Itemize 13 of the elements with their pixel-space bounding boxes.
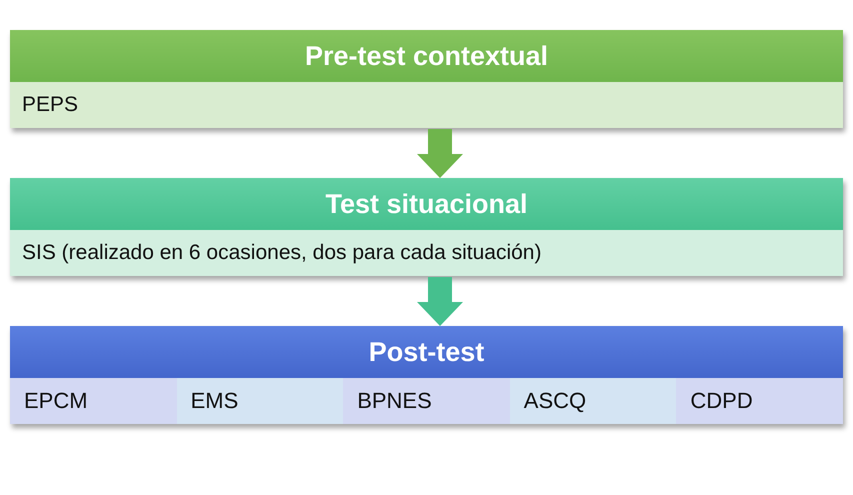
stage-band <box>10 30 843 128</box>
stage-heading: Test situacional <box>325 188 528 220</box>
stage-heading: Pre-test contextual <box>304 40 548 72</box>
arrow <box>417 277 463 326</box>
instrument-cell: BPNES <box>343 378 510 424</box>
stage-band <box>10 178 843 276</box>
stage-heading: Post-test <box>368 336 484 368</box>
arrow <box>417 129 463 178</box>
stage-band <box>10 326 843 424</box>
instrument-text: SIS (realizado en 6 ocasiones, dos para cada situación) <box>21 241 542 265</box>
instrument-cell: EPCM <box>10 378 177 424</box>
instrument-cell: CDPD <box>676 378 843 424</box>
instrument-text: PEPS <box>21 93 78 117</box>
